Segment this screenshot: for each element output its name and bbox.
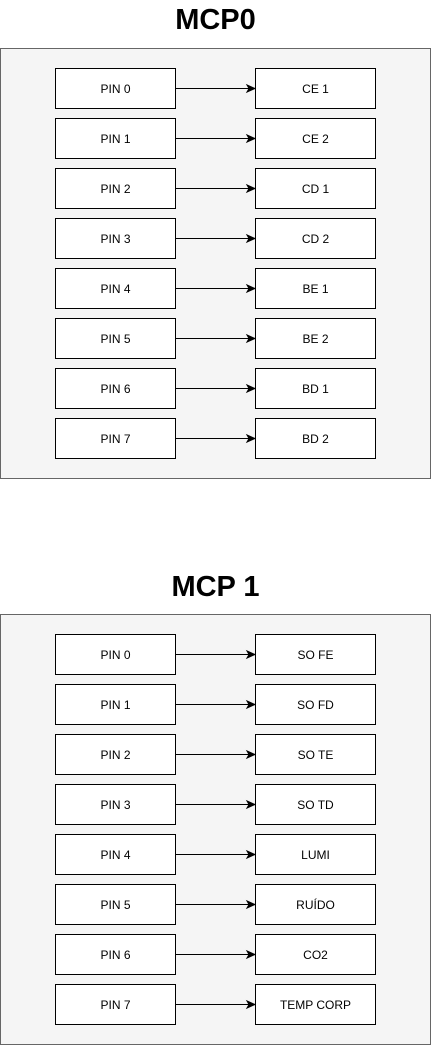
mcp0-target-box: BD 1	[255, 368, 376, 409]
mcp1-pin-box: PIN 4	[55, 834, 176, 875]
mcp0-arrow-head	[245, 183, 257, 194]
mcp1-target-box: SO TD	[255, 784, 376, 825]
mcp1-arrow-head	[245, 799, 257, 810]
mcp0-pin-box: PIN 0	[55, 68, 176, 109]
mcp1-pin-box: PIN 1	[55, 684, 176, 725]
mcp0-target-box: CD 2	[255, 218, 376, 259]
mcp0-target-box: BE 2	[255, 318, 376, 359]
diagram-title-mcp0: MCP0	[175, 4, 256, 36]
mcp0-arrow-head	[245, 133, 257, 144]
mcp1-arrow-head	[245, 949, 257, 960]
mcp0-pin-box: PIN 2	[55, 168, 176, 209]
mcp1-target-box: LUMI	[255, 834, 376, 875]
mcp0-arrow-head	[245, 383, 257, 394]
mcp0-arrow-head	[245, 283, 257, 294]
mcp0-pin-box: PIN 5	[55, 318, 176, 359]
diagram-title-mcp1: MCP 1	[171, 571, 260, 603]
mcp1-arrow-head	[245, 699, 257, 710]
mcp1-pin-box: PIN 5	[55, 884, 176, 925]
mcp1-target-box: RUÍDO	[255, 884, 376, 925]
mcp1-arrow-head	[245, 999, 257, 1010]
mcp1-pin-box: PIN 7	[55, 984, 176, 1025]
mcp0-arrow-head	[245, 433, 257, 444]
mcp0-pin-box: PIN 4	[55, 268, 176, 309]
mcp1-pin-box: PIN 3	[55, 784, 176, 825]
mcp0-pin-box: PIN 1	[55, 118, 176, 159]
mcp0-target-box: CD 1	[255, 168, 376, 209]
mcp1-target-box: SO TE	[255, 734, 376, 775]
mcp0-target-box: CE 1	[255, 68, 376, 109]
mcp1-target-box: CO2	[255, 934, 376, 975]
mcp1-pin-box: PIN 6	[55, 934, 176, 975]
mcp1-pin-box: PIN 0	[55, 634, 176, 675]
mcp0-arrow-head	[245, 333, 257, 344]
mcp0-pin-box: PIN 6	[55, 368, 176, 409]
mcp0-arrow-head	[245, 233, 257, 244]
mcp1-target-box: SO FE	[255, 634, 376, 675]
mcp1-arrow-head	[245, 649, 257, 660]
mcp1-arrow-head	[245, 899, 257, 910]
mcp0-pin-box: PIN 7	[55, 418, 176, 459]
mcp1-target-box: TEMP CORP	[255, 984, 376, 1025]
mcp0-arrow-head	[245, 83, 257, 94]
mcp0-pin-box: PIN 3	[55, 218, 176, 259]
mcp1-arrow-head	[245, 749, 257, 760]
mcp0-target-box: BE 1	[255, 268, 376, 309]
mcp1-arrow-head	[245, 849, 257, 860]
mcp0-target-box: CE 2	[255, 118, 376, 159]
mcp0-target-box: BD 2	[255, 418, 376, 459]
mcp1-target-box: SO FD	[255, 684, 376, 725]
mcp1-pin-box: PIN 2	[55, 734, 176, 775]
